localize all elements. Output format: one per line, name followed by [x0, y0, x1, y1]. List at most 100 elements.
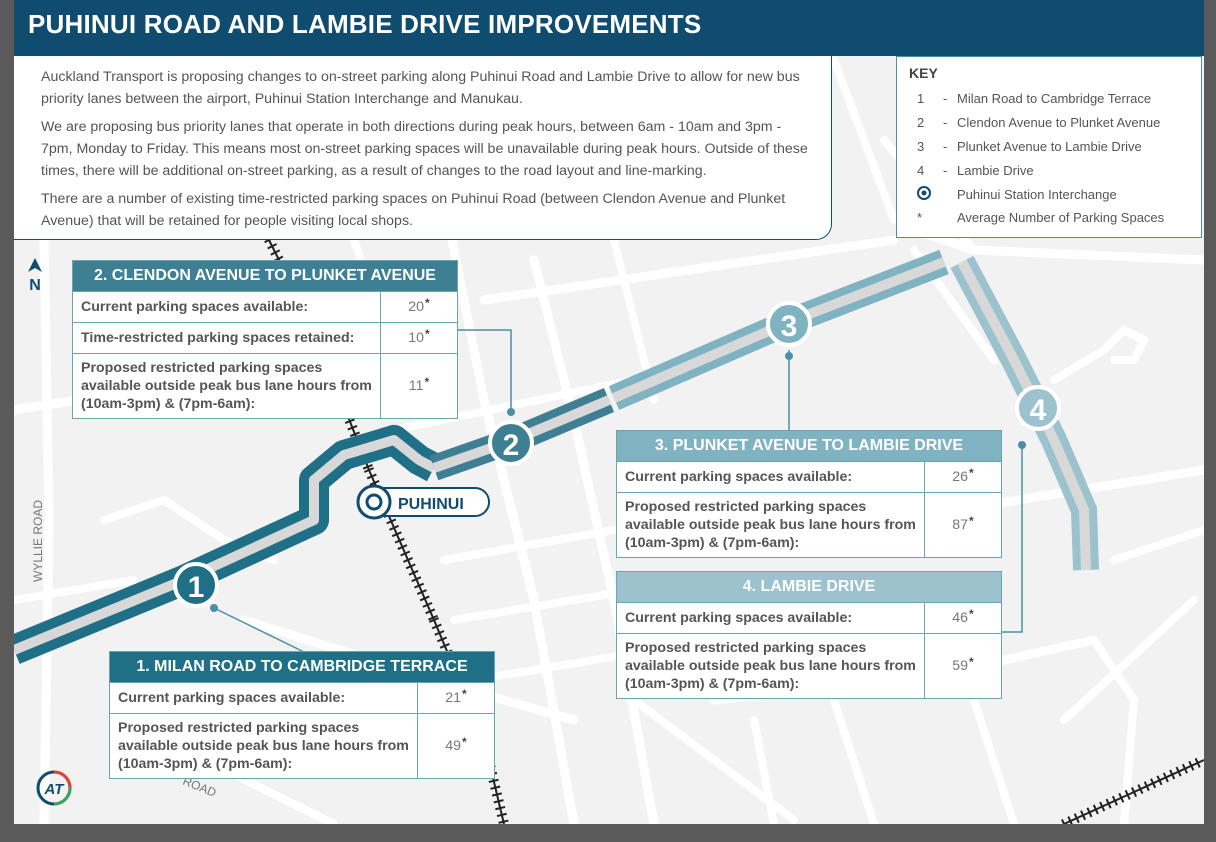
- rail-tie: [391, 531, 402, 538]
- rail-tie: [1111, 795, 1118, 806]
- rail-tie: [411, 576, 422, 583]
- rail-tie: [408, 569, 419, 576]
- rail-tie: [366, 473, 377, 480]
- key-row: 1-Milan Road to Cambridge Terrace: [909, 87, 1189, 111]
- key-row: 4-Lambie Drive: [909, 158, 1189, 182]
- key-title: KEY: [909, 65, 938, 81]
- svg-text:1: 1: [188, 571, 205, 604]
- key-label: Plunket Avenue to Lambie Drive: [957, 138, 1142, 154]
- rail-tie: [1175, 766, 1182, 777]
- row-value: 46*: [924, 603, 1001, 633]
- rail-tie: [491, 792, 503, 797]
- rail-tie: [490, 785, 501, 790]
- puhinui-station-label: PUHINUI: [356, 484, 490, 520]
- rail-tie: [347, 424, 358, 431]
- rail-tie: [386, 518, 397, 525]
- rail-tie: [1124, 789, 1131, 800]
- rail-tie: [1143, 781, 1150, 792]
- key-label: Milan Road to Cambridge Terrace: [957, 91, 1152, 107]
- row-value: 11*: [380, 354, 457, 418]
- table-row: Current parking spaces available:26*: [617, 461, 1001, 492]
- rail-tie: [416, 589, 427, 595]
- rail-tie: [1073, 813, 1080, 824]
- wyllie-road-label: WYLLIE ROAD: [31, 500, 45, 582]
- key-marker: 2: [917, 115, 925, 131]
- rail-tie: [1092, 804, 1099, 815]
- row-label: Current parking spaces available:: [625, 469, 853, 485]
- rail-tie: [428, 617, 440, 623]
- section-4-table: 4. LAMBIE DRIVE Current parking spaces a…: [616, 571, 1002, 699]
- svg-text:AT: AT: [44, 781, 66, 798]
- key-row: 3-Plunket Avenue to Lambie Drive: [909, 135, 1189, 159]
- rail-tie: [488, 778, 499, 783]
- key-label: Average Number of Parking Spaces: [957, 210, 1165, 226]
- rail-tie: [437, 636, 448, 643]
- rail-tie: [434, 630, 445, 636]
- section-marker-4: 4: [1015, 385, 1061, 431]
- key-row: Puhinui Station Interchange: [909, 182, 1189, 206]
- row-value: 21*: [417, 683, 494, 713]
- rail-tie: [498, 819, 509, 824]
- key-marker: *: [917, 210, 923, 226]
- rail-tie: [400, 550, 411, 557]
- row-label: Proposed restricted parking spaces avail…: [81, 360, 372, 412]
- row-label: Proposed restricted parking spaces avail…: [625, 640, 916, 692]
- rail-tie: [1061, 819, 1066, 824]
- rail-tie: [1150, 778, 1157, 789]
- section-marker-3: 3: [766, 301, 812, 347]
- rail-tie: [439, 643, 450, 649]
- key-marker: 4: [917, 162, 925, 178]
- rail-tie: [405, 563, 416, 570]
- table-row: Proposed restricted parking spaces avail…: [73, 353, 457, 418]
- intro-paragraph: Auckland Transport is proposing changes …: [41, 69, 800, 107]
- table-row: Time-restricted parking spaces retained:…: [73, 322, 457, 353]
- row-label: Proposed restricted parking spaces avail…: [625, 499, 916, 551]
- svg-text:3: 3: [781, 310, 798, 343]
- rail-tie: [362, 464, 373, 470]
- section-title: 2. CLENDON AVENUE TO PLUNKET AVENUE: [73, 261, 457, 291]
- section-title: 1. MILAN ROAD TO CAMBRIDGE TERRACE: [110, 652, 494, 682]
- rail-tie: [369, 479, 380, 486]
- table-row: Current parking spaces available: 20*: [73, 291, 457, 322]
- rail-tie: [1137, 784, 1144, 795]
- rail-tie: [496, 812, 507, 818]
- key-label: Puhinui Station Interchange: [957, 186, 1117, 202]
- leader-lines: [213, 329, 1023, 653]
- key-label: Clendon Avenue to Plunket Avenue: [957, 115, 1161, 131]
- rail-tie: [1099, 801, 1106, 812]
- rail-tie: [1080, 810, 1087, 821]
- map-page: 1 2 3 4 PUHINUI WYLLIE ROAD ROAD PUHINUI…: [14, 0, 1204, 824]
- map-key: KEY 1-Milan Road to Cambridge Terrace 2-…: [896, 56, 1202, 238]
- row-value: 49*: [417, 714, 494, 778]
- section-marker-2: 2: [488, 420, 534, 466]
- rail-tie: [1194, 757, 1201, 768]
- rail-tie: [1131, 787, 1138, 797]
- page-title: PUHINUI ROAD AND LAMBIE DRIVE IMPROVEMEN…: [28, 9, 702, 39]
- row-label: Proposed restricted parking spaces avail…: [118, 720, 409, 772]
- rail-tie: [422, 601, 433, 608]
- route-section-4: [950, 255, 1099, 571]
- rail-tie: [419, 595, 430, 602]
- table-row: Current parking spaces available:21*: [110, 682, 494, 713]
- north-label: N: [29, 277, 41, 294]
- route-section-1: [14, 425, 442, 664]
- key-row: 2-Clendon Avenue to Plunket Avenue: [909, 111, 1189, 135]
- rail-tie: [389, 524, 400, 531]
- intro-panel: Auckland Transport is proposing changes …: [14, 56, 832, 240]
- section-1-table: 1. MILAN ROAD TO CAMBRIDGE TERRACE Curre…: [109, 651, 495, 779]
- svg-text:PUHINUI: PUHINUI: [398, 496, 464, 513]
- north-arrow-icon: N: [28, 258, 42, 295]
- row-label: Current parking spaces available:: [625, 610, 853, 626]
- row-value: 10*: [380, 323, 457, 353]
- rail-tie: [394, 537, 405, 544]
- section-3-table: 3. PLUNKET AVENUE TO LAMBIE DRIVE Curren…: [616, 430, 1002, 558]
- rail-tie: [495, 805, 506, 811]
- rail-tie: [425, 608, 436, 615]
- row-value: 59*: [924, 634, 1001, 698]
- rail-tie: [267, 243, 278, 250]
- row-label: Current parking spaces available:: [81, 299, 309, 315]
- row-value: 20*: [380, 292, 457, 322]
- rail-tie: [1169, 769, 1176, 780]
- at-logo: AT: [36, 770, 72, 811]
- table-row: Proposed restricted parking spaces avail…: [617, 492, 1001, 557]
